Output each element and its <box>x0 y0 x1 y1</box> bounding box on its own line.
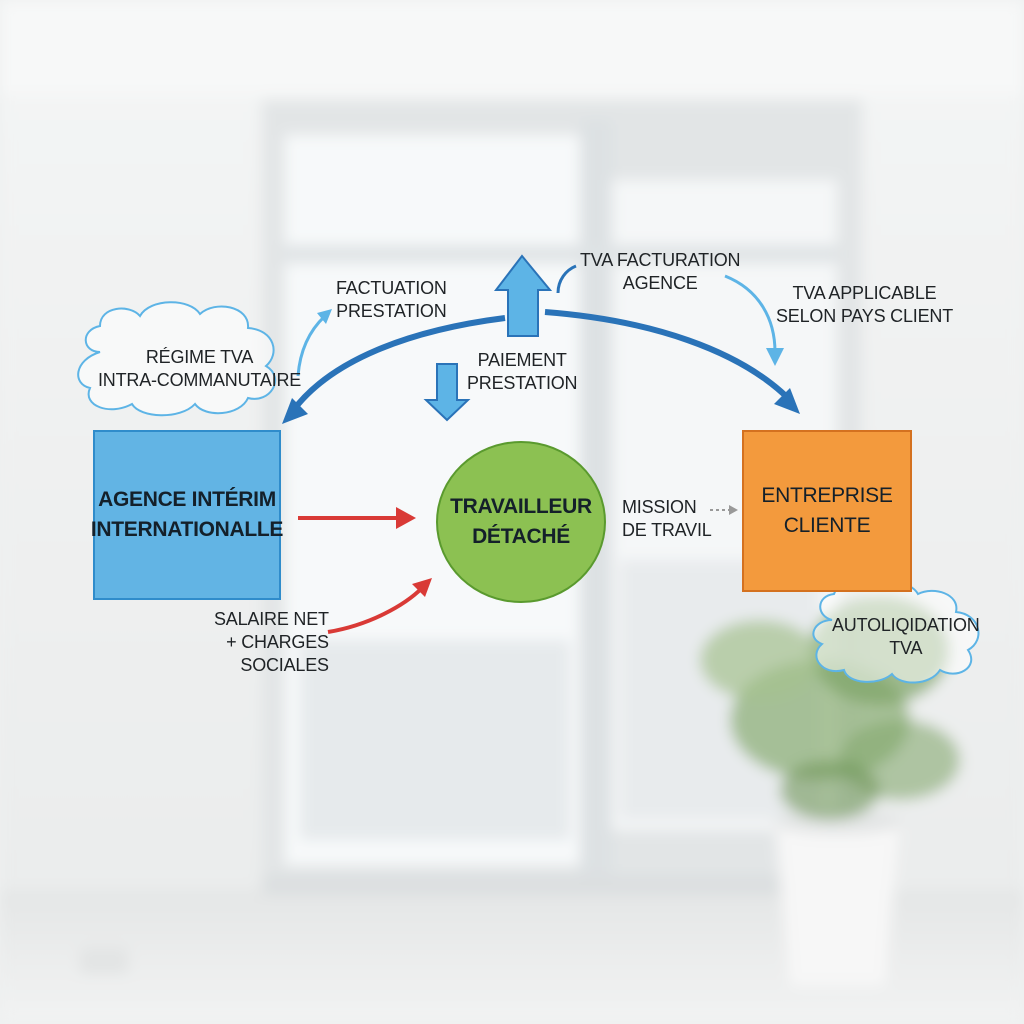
label-salaire-line2: + CHARGES <box>226 632 329 652</box>
cloud-autoliquidation-line2: TVA <box>889 638 923 658</box>
arc-to-agency-head <box>282 398 308 424</box>
mission-arrow-head <box>729 505 738 515</box>
node-agency: AGENCE INTÉRIM INTERNATIONALLE <box>90 430 284 600</box>
label-facturation-line1: FACTUATION <box>336 278 447 298</box>
node-worker-line1: TRAVAILLEUR <box>450 495 592 518</box>
tva-applicable-arrow <box>724 274 777 353</box>
cloud-autoliquidation-text: AUTOLIQIDATION TVA <box>832 614 980 660</box>
node-worker: TRAVAILLEUR DÉTACHÉ <box>436 441 606 603</box>
label-tva-applicable-line1: TVA APPLICABLE <box>792 283 937 303</box>
facturation-arrow <box>296 314 327 377</box>
label-mission: MISSION DE TRAVIL <box>622 496 712 542</box>
down-arrow <box>423 363 471 422</box>
up-arrow <box>493 254 553 337</box>
label-paiement-line2: PRESTATION <box>467 373 578 393</box>
label-mission-line2: DE TRAVIL <box>622 520 712 540</box>
label-mission-line1: MISSION <box>622 497 697 517</box>
label-facturation-prestation: FACTUATION PRESTATION <box>336 277 447 323</box>
node-worker-line2: DÉTACHÉ <box>472 525 570 548</box>
tva-facturation-arc <box>556 264 577 294</box>
label-tva-applicable: TVA APPLICABLE SELON PAYS CLIENT <box>776 282 953 328</box>
label-salaire-line3: SOCIALES <box>240 655 329 675</box>
label-salaire: SALAIRE NET + CHARGES SOCIALES <box>214 608 329 677</box>
node-agency-line1: AGENCE INTÉRIM <box>98 488 276 511</box>
salary-arrow <box>327 586 424 634</box>
cloud-regime-line2: INTRA-COMMANUTAIRE <box>98 370 302 390</box>
facturation-arrow-head <box>317 309 332 324</box>
label-facturation-line2: PRESTATION <box>336 301 447 321</box>
cloud-regime-line1: RÉGIME TVA <box>145 347 254 367</box>
label-tva-facturation-line1: TVA FACTURATION <box>580 250 741 270</box>
label-paiement-prestation: PAIEMENT PRESTATION <box>467 349 578 395</box>
node-client-line2: CLIENTE <box>783 514 871 537</box>
tva-applicable-arrow-head <box>766 348 784 366</box>
salary-arrow-head <box>412 578 432 597</box>
arc-to-client-head <box>774 388 800 414</box>
label-salaire-line1: SALAIRE NET <box>214 609 329 629</box>
arc-to-client <box>544 309 793 403</box>
label-paiement-line1: PAIEMENT <box>477 350 567 370</box>
cloud-autoliquidation-line1: AUTOLIQIDATION <box>832 615 980 635</box>
node-agency-line2: INTERNATIONALLE <box>90 518 284 541</box>
agency-to-worker-arrow-head <box>396 507 416 529</box>
label-tva-facturation: TVA FACTURATION AGENCE <box>580 249 741 295</box>
node-client-line1: ENTREPRISE <box>761 484 893 507</box>
label-tva-applicable-line2: SELON PAYS CLIENT <box>776 306 953 326</box>
cloud-regime <box>77 301 277 417</box>
node-client: ENTREPRISE CLIENTE <box>742 430 912 592</box>
label-tva-facturation-line2: AGENCE <box>622 273 698 293</box>
arc-to-agency <box>289 315 506 414</box>
cloud-regime-text: RÉGIME TVA INTRA-COMMANUTAIRE <box>98 346 301 392</box>
